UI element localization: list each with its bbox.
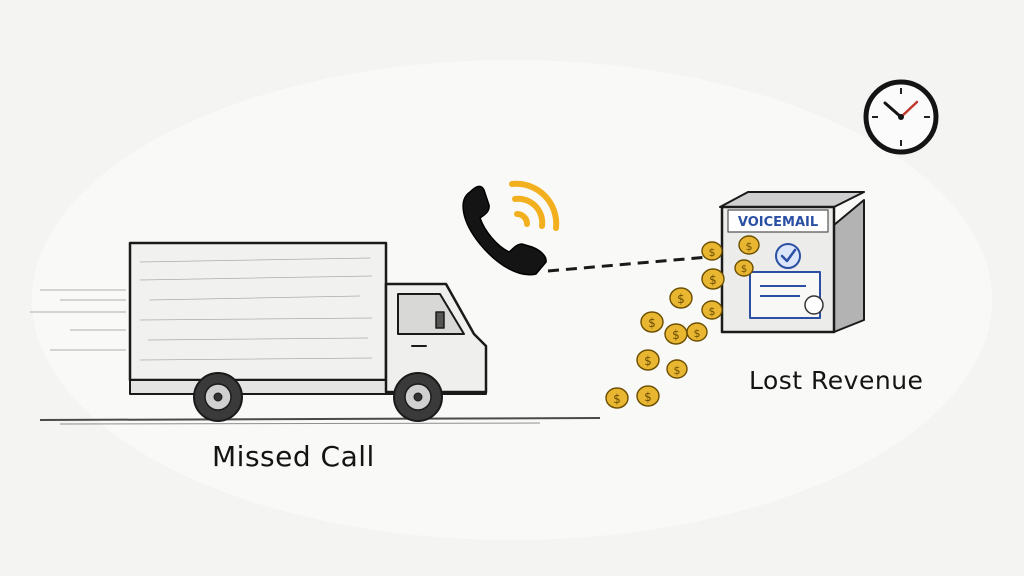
- svg-text:$: $: [674, 364, 681, 377]
- falling-coins: $ $ $ $ $ $ $ $ $ $ $ $ $: [605, 235, 760, 409]
- dollar-coin-icon: $: [701, 268, 725, 290]
- dollar-coin-icon: $: [738, 235, 760, 255]
- svg-text:$: $: [677, 292, 685, 306]
- svg-text:$: $: [694, 327, 701, 340]
- missed-call-caption: Missed Call: [212, 440, 375, 473]
- phone-handset: [462, 185, 547, 276]
- svg-text:$: $: [709, 273, 717, 287]
- truck-wheel-rear: [193, 372, 243, 422]
- delivery-truck-icon: [128, 241, 488, 422]
- svg-text:$: $: [644, 354, 652, 368]
- dollar-coin-icon: $: [734, 259, 754, 277]
- clock-hour-hand: [883, 101, 903, 119]
- dollar-coin-icon: $: [666, 359, 688, 379]
- voicemail-label: VOICEMAIL: [738, 215, 818, 230]
- dollar-coin-icon: $: [640, 311, 664, 333]
- dollar-coin-icon: $: [636, 349, 660, 371]
- clock-minute-hand: [899, 100, 919, 119]
- svg-text:$: $: [709, 246, 716, 259]
- ground-line: [39, 417, 601, 425]
- message-seal: [804, 295, 824, 315]
- voicemail-box: VOICEMAIL: [719, 191, 865, 334]
- svg-text:$: $: [746, 240, 753, 253]
- svg-text:$: $: [672, 328, 680, 342]
- dollar-coin-icon: $: [664, 323, 688, 345]
- dollar-coin-icon: $: [669, 287, 693, 309]
- cargo-hatching: [139, 257, 373, 361]
- lost-revenue-caption: Lost Revenue: [749, 366, 924, 395]
- truck-wheel-front: [393, 372, 443, 422]
- svg-text:$: $: [709, 305, 716, 318]
- svg-text:$: $: [741, 264, 747, 275]
- signal-waves: [509, 180, 560, 231]
- dollar-coin-icon: $: [701, 241, 723, 261]
- motion-lines: [30, 289, 126, 351]
- truck-window: [397, 293, 465, 335]
- dashed-call-line: [547, 254, 721, 273]
- dollar-coin-icon: $: [605, 387, 629, 409]
- svg-text:$: $: [644, 390, 652, 404]
- svg-text:$: $: [648, 316, 656, 330]
- dollar-coin-icon: $: [686, 322, 708, 342]
- ringing-phone-icon: [462, 180, 560, 276]
- svg-text:$: $: [613, 392, 621, 406]
- dollar-coin-icon: $: [701, 300, 723, 320]
- voicemail-label-plate: [727, 209, 829, 233]
- check-badge-icon: [775, 243, 801, 269]
- truck-mirror: [435, 311, 445, 329]
- dollar-coin-icon: $: [636, 385, 660, 407]
- wall-clock-icon: [863, 79, 939, 155]
- truck-cargo-box: [128, 241, 388, 382]
